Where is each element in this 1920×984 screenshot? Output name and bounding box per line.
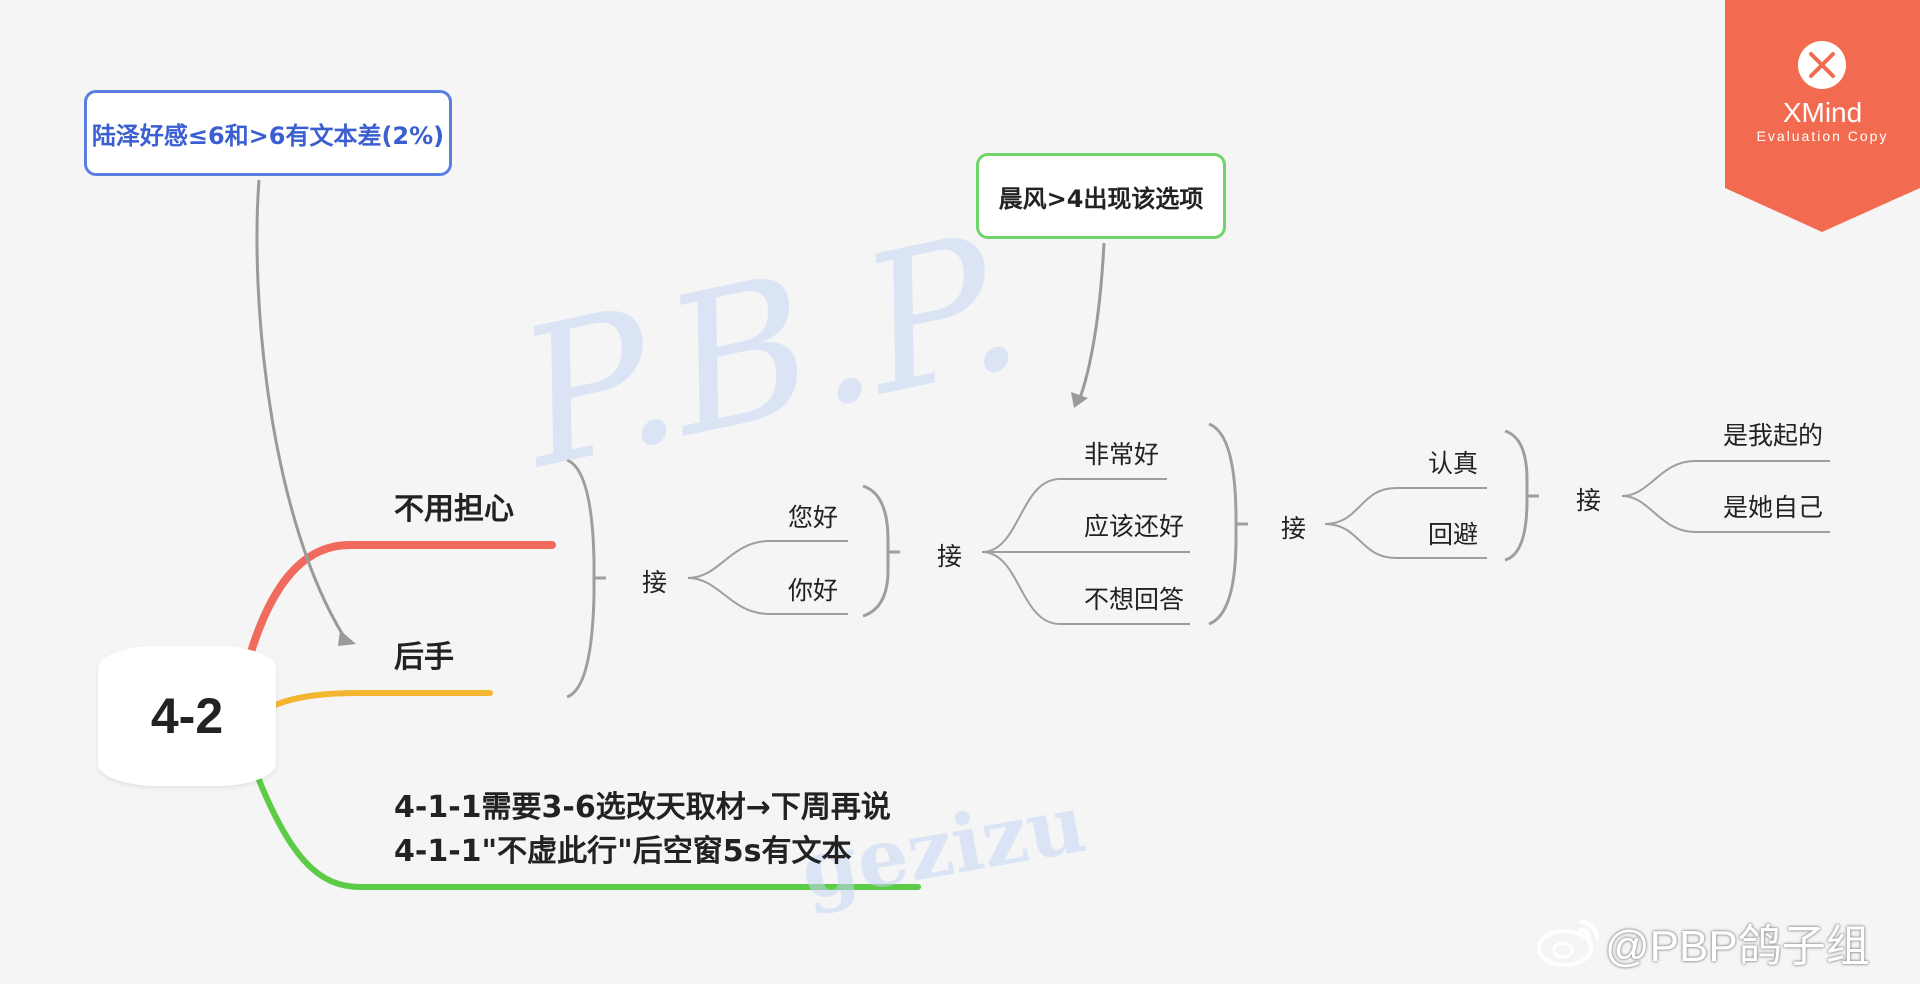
option-serious[interactable]: 认真	[1428, 449, 1479, 478]
option-ni-hao[interactable]: 你好	[788, 576, 839, 605]
central-topic[interactable]: 4-2	[98, 646, 276, 786]
option-very-good[interactable]: 非常好	[1084, 440, 1160, 469]
callout-arrow-blue	[255, 179, 348, 641]
branch-line-green	[252, 767, 921, 890]
xmind-badge	[1725, 0, 1920, 232]
fork-5	[1621, 460, 1830, 533]
xmind-title: XMind	[1782, 97, 1863, 128]
bracket-4	[1504, 429, 1529, 562]
callout-arrow-blue-head	[338, 630, 356, 646]
callout-arrow-green-head	[1071, 392, 1088, 408]
xmind-subtitle: Evaluation Copy	[1756, 128, 1889, 144]
fork-3	[981, 478, 1190, 625]
connector-topic-1[interactable]: 接	[642, 568, 668, 597]
bracket-3	[1208, 422, 1238, 626]
callout-arrow-green	[1078, 242, 1106, 399]
fork-2	[687, 540, 848, 615]
connector-topic-4[interactable]: 接	[1576, 486, 1602, 515]
branch-topic-green-line2[interactable]: 4-1-1"不虚此行"后空窗5s有文本	[394, 834, 852, 869]
option-should-be-ok[interactable]: 应该还好	[1084, 512, 1185, 541]
weibo-credit-text: @PBP鸽子组	[1605, 922, 1870, 971]
branch-line-yellow	[272, 690, 493, 708]
option-herself[interactable]: 是她自己	[1723, 493, 1824, 522]
option-avoid[interactable]: 回避	[1428, 520, 1479, 549]
connector-topic-2[interactable]: 接	[937, 542, 963, 571]
callout-green: 晨风>4出现该选项	[976, 153, 1226, 239]
bracket-2	[862, 484, 890, 618]
option-no-answer[interactable]: 不想回答	[1084, 585, 1185, 614]
option-nin-hao[interactable]: 您好	[788, 503, 839, 532]
weibo-credit: @PBP鸽子组	[1535, 910, 1870, 974]
weibo-icon	[1537, 920, 1599, 967]
branch-topic-yellow[interactable]: 后手	[394, 640, 454, 675]
option-i-started[interactable]: 是我起的	[1723, 421, 1824, 450]
connector-topic-3[interactable]: 接	[1281, 514, 1307, 543]
fork-4	[1324, 487, 1487, 559]
branch-topic-green-line1[interactable]: 4-1-1需要3-6选改天取材→下周再说	[394, 790, 891, 825]
xmind-badge-text: XMind Evaluation Copy	[1725, 97, 1920, 145]
callout-blue: 陆泽好感≤6和>6有文本差(2%)	[84, 90, 452, 176]
branch-topic-red[interactable]: 不用担心	[394, 492, 514, 527]
branch-line-red	[246, 541, 556, 659]
